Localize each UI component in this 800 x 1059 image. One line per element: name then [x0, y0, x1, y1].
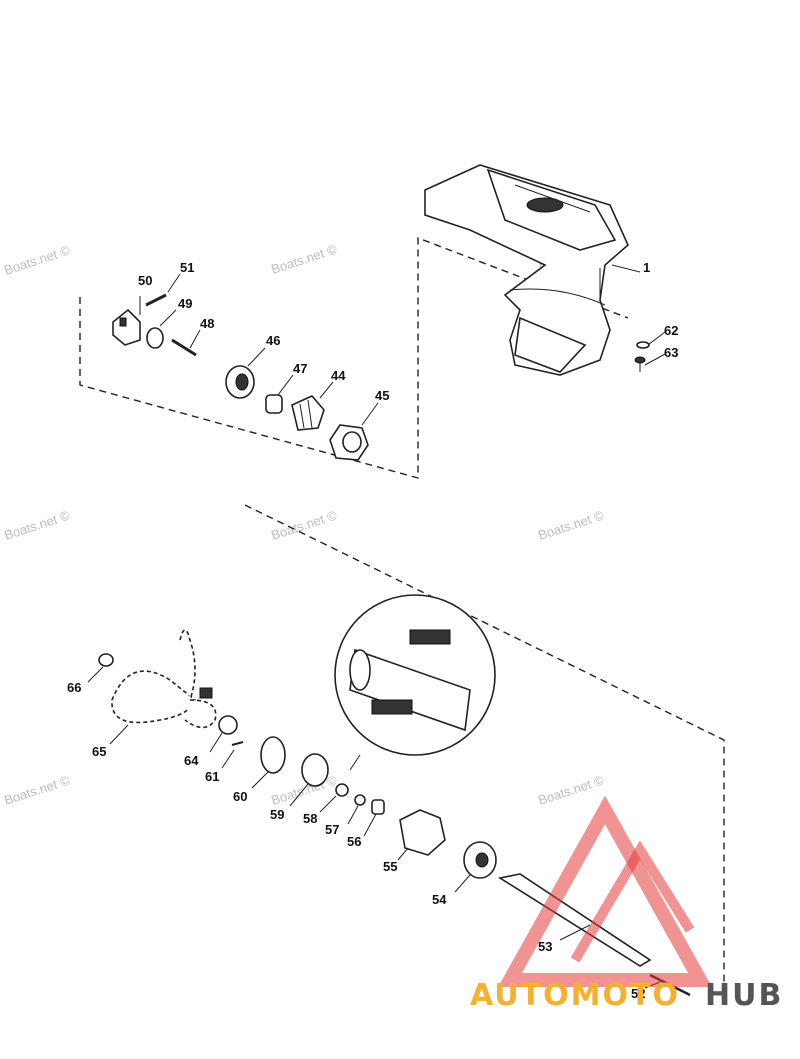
- gear-part-55[interactable]: [399, 809, 446, 856]
- part-label-51: 51: [180, 260, 194, 275]
- ring-part-49[interactable]: [146, 327, 164, 349]
- logo-text-hub: HUB: [705, 978, 783, 1013]
- gear-housing-part-1[interactable]: [424, 164, 629, 376]
- lower-assembly-boundary: [244, 504, 725, 985]
- watermark: Boats.net ©: [2, 507, 72, 542]
- watermark: Boats.net ©: [2, 772, 72, 807]
- sleeve-part-56[interactable]: [371, 799, 385, 815]
- watermark: Boats.net ©: [536, 507, 606, 542]
- part-label-66: 66: [67, 680, 81, 695]
- part-label-46: 46: [266, 333, 280, 348]
- part-label-55: 55: [383, 859, 397, 874]
- washer-part-58[interactable]: [335, 783, 349, 797]
- part-label-65: 65: [92, 744, 106, 759]
- bushing-part-46[interactable]: [225, 365, 255, 399]
- part-labels: 1 44 45 46 47 48 49 50 51 52 53 54 55 56…: [67, 260, 678, 1001]
- part-label-64: 64: [184, 753, 199, 768]
- part-label-1: 1: [643, 260, 650, 275]
- part-label-48: 48: [200, 316, 214, 331]
- o-ring-part-59[interactable]: [301, 753, 329, 787]
- bearing-part-57[interactable]: [354, 794, 366, 806]
- part-label-45: 45: [375, 388, 389, 403]
- part-label-62: 62: [664, 323, 678, 338]
- logo-inner-mark: [570, 840, 695, 963]
- part-label-53: 53: [538, 939, 552, 954]
- nut-part-66[interactable]: [98, 653, 114, 667]
- part-label-49: 49: [178, 296, 192, 311]
- bearing-detail-circle: [334, 594, 496, 771]
- gear-part-54[interactable]: [463, 841, 497, 879]
- pin-part-51[interactable]: [145, 293, 167, 307]
- bearing-part-45[interactable]: [329, 424, 369, 461]
- upper-assembly-boundary: [79, 236, 629, 479]
- logo-triangle: [498, 795, 712, 987]
- part-label-58: 58: [303, 811, 317, 826]
- shaft-part-48[interactable]: [171, 338, 197, 357]
- watermark: Boats.net ©: [269, 507, 339, 542]
- part-label-56: 56: [347, 834, 361, 849]
- thrust-washer-part-60[interactable]: [260, 736, 286, 774]
- propeller-part-65[interactable]: [111, 629, 217, 729]
- automotohub-logo: AUTOMOTO HUB: [470, 795, 783, 1013]
- part-label-44: 44: [331, 368, 346, 383]
- logo-text-automoto: AUTOMOTO: [470, 978, 680, 1013]
- part-label-50: 50: [138, 273, 152, 288]
- part-label-63: 63: [664, 345, 678, 360]
- part-label-52: 52: [631, 986, 645, 1001]
- leader-lines: [87, 264, 666, 989]
- washer-part-62[interactable]: [636, 341, 650, 349]
- watermark: Boats.net ©: [269, 241, 339, 276]
- pin-part-61[interactable]: [231, 741, 244, 746]
- spacer-part-47[interactable]: [265, 394, 283, 414]
- watermark: Boats.net ©: [2, 242, 72, 277]
- part-label-54: 54: [432, 892, 447, 907]
- washer-part-64[interactable]: [218, 715, 238, 735]
- watermark: Boats.net ©: [536, 772, 606, 807]
- part-label-60: 60: [233, 789, 247, 804]
- part-label-59: 59: [270, 807, 284, 822]
- part-label-61: 61: [205, 769, 219, 784]
- drive-gear-part-50[interactable]: [112, 308, 141, 346]
- part-label-47: 47: [293, 361, 307, 376]
- screw-part-63[interactable]: [634, 356, 646, 372]
- pinion-gear-part-44[interactable]: [291, 395, 325, 431]
- part-label-57: 57: [325, 822, 339, 837]
